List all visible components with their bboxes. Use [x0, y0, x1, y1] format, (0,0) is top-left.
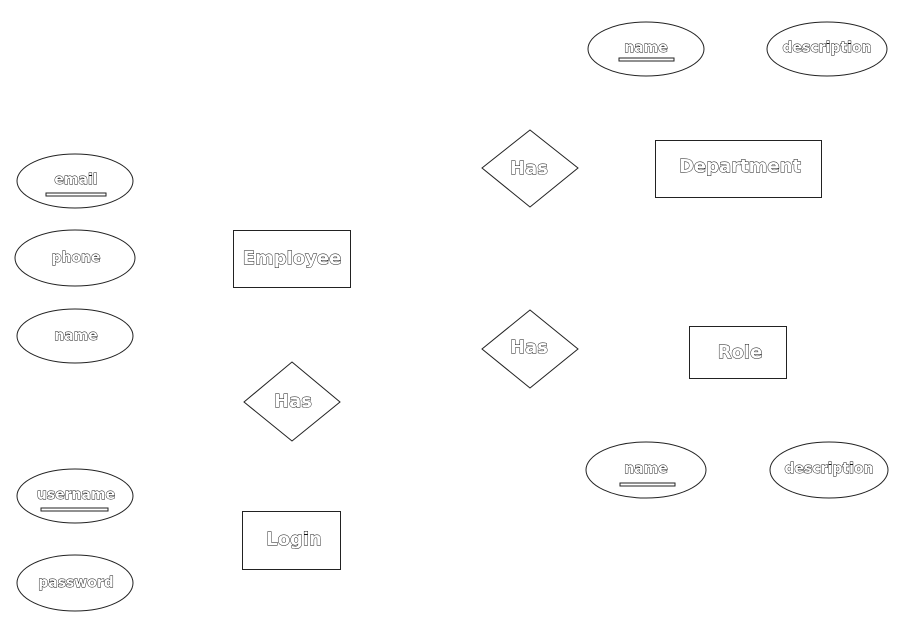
entity-department: Department	[655, 140, 822, 198]
attribute-label: phone	[51, 250, 100, 266]
attribute-ellipse	[16, 554, 134, 612]
attribute-role-description: description	[769, 441, 889, 499]
attribute-role-name: name	[585, 441, 707, 499]
primary-key-underline	[618, 57, 675, 62]
primary-key-underline	[619, 482, 676, 487]
attribute-label: name	[624, 461, 668, 477]
attribute-ellipse	[585, 441, 707, 499]
attribute-label: description	[783, 40, 872, 56]
relationship-label: Has	[510, 158, 548, 179]
attribute-password: password	[16, 554, 134, 612]
attribute-employee-name: name	[16, 308, 134, 364]
entity-box	[655, 140, 822, 198]
relationship-employee-login-has: Has	[243, 361, 341, 442]
entity-box	[233, 230, 351, 288]
attribute-label: name	[54, 328, 98, 344]
attribute-label: username	[37, 487, 115, 503]
relationship-role-has: Has	[481, 309, 579, 389]
primary-key-underline	[40, 507, 109, 512]
attribute-ellipse	[769, 441, 889, 499]
attribute-ellipse	[14, 229, 136, 287]
entity-label: Department	[679, 156, 801, 177]
relationship-diamond	[243, 361, 341, 442]
attribute-username: username	[16, 468, 134, 524]
primary-key-underline	[45, 192, 107, 197]
attribute-department-name: name	[587, 21, 705, 77]
attribute-ellipse	[587, 21, 705, 77]
entity-box	[242, 511, 341, 570]
relationship-label: Has	[510, 337, 548, 358]
attribute-phone: phone	[14, 229, 136, 287]
relationship-label: Has	[274, 391, 312, 412]
attribute-department-description: description	[766, 21, 888, 77]
relationship-diamond	[481, 309, 579, 389]
attribute-email: email	[16, 153, 134, 209]
entity-label: Employee	[243, 248, 342, 269]
attribute-ellipse	[16, 308, 134, 364]
attribute-label: password	[38, 575, 114, 591]
relationship-diamond	[481, 129, 579, 208]
entity-employee: Employee	[233, 230, 351, 288]
attribute-label: description	[785, 461, 874, 477]
relationship-department-has: Has	[481, 129, 579, 208]
attribute-label: name	[624, 40, 668, 56]
entity-role: Role	[689, 326, 787, 379]
entity-label: Role	[718, 342, 763, 363]
entity-box	[689, 326, 787, 379]
entity-login: Login	[242, 511, 341, 570]
attribute-ellipse	[766, 21, 888, 77]
attribute-label: email	[54, 172, 97, 188]
entity-label: Login	[266, 529, 322, 550]
